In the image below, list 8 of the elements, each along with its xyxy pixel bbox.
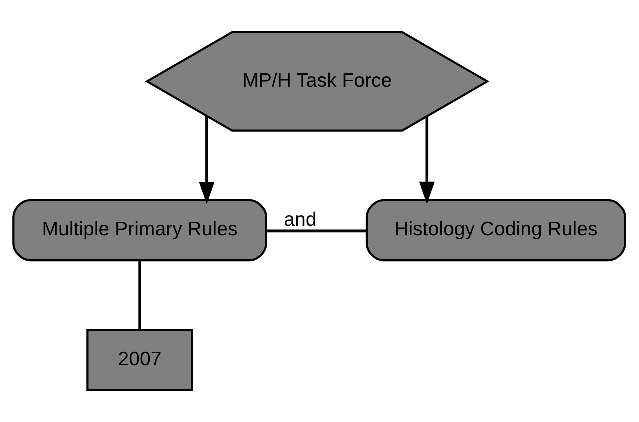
arrow <box>199 116 215 204</box>
node-box: 2007 <box>86 328 194 391</box>
node-box: Histology Coding Rules <box>366 198 626 262</box>
edge-label: and <box>284 208 317 230</box>
connector <box>138 260 142 330</box>
connector <box>266 229 366 232</box>
node-box: Multiple Primary Rules <box>12 198 268 262</box>
arrow <box>419 116 435 204</box>
